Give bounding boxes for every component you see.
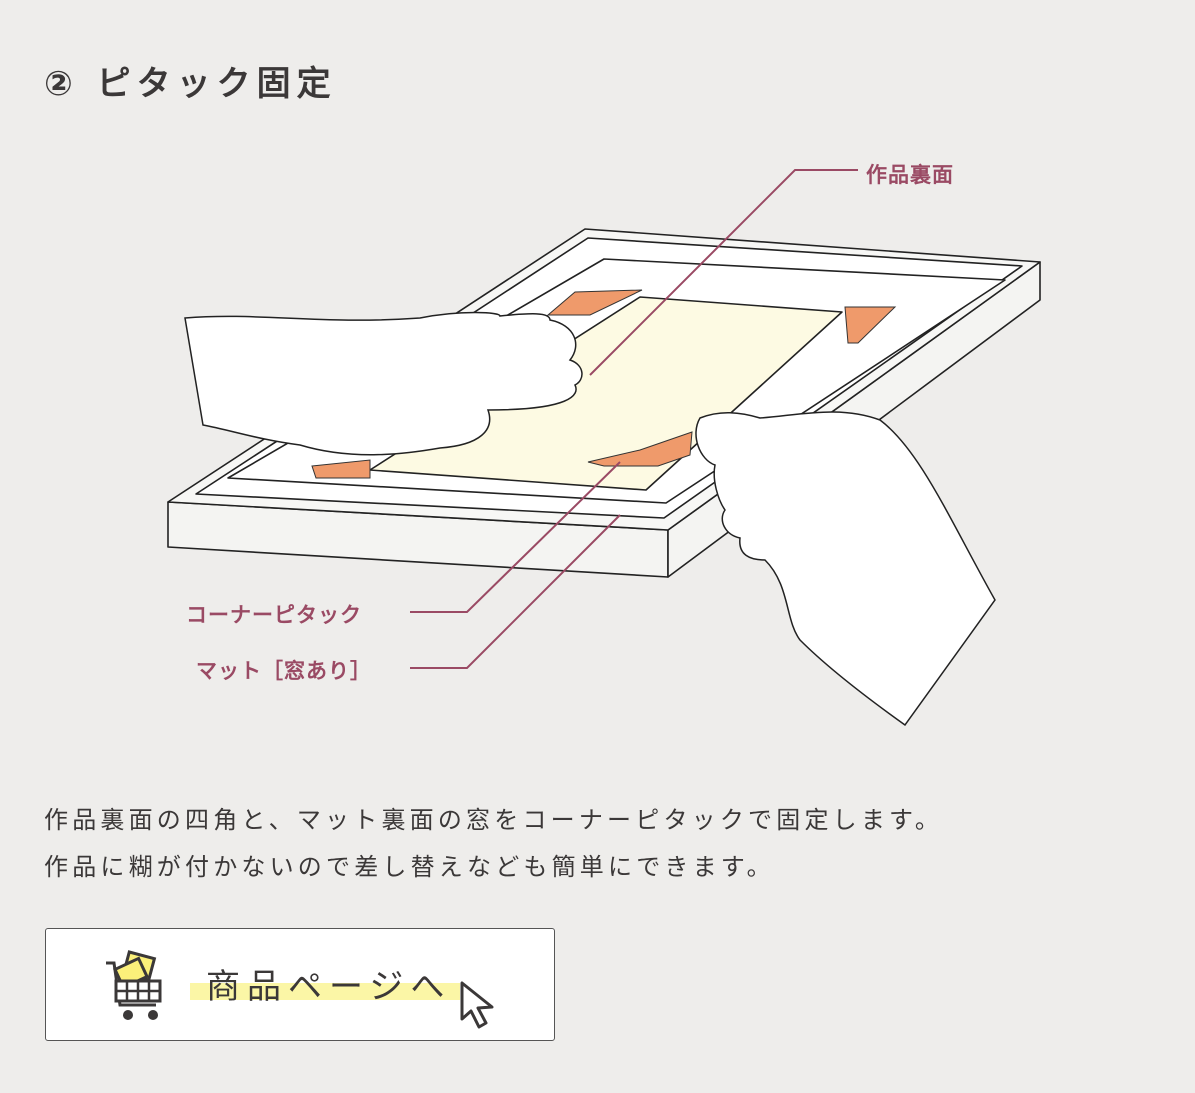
corner-tape-tr — [844, 306, 897, 344]
label-artwork-back: 作品裏面 — [866, 163, 954, 187]
product-page-button[interactable]: 商品ページへ — [45, 928, 555, 1041]
leader-artwork-back — [589, 169, 858, 376]
cursor-arrow-icon — [460, 981, 494, 1029]
right-hand — [695, 411, 996, 727]
frame-illustration — [167, 169, 1041, 727]
corner-tape-br — [587, 431, 693, 467]
product-page-label: 商品ページへ — [206, 967, 452, 1007]
description: 作品裏面の四角と、マット裏面の窓をコーナーピタックで固定します。 作品に糊が付か… — [44, 797, 943, 891]
label-corner-pitack: コーナーピタック — [186, 603, 362, 627]
left-hand — [184, 311, 583, 456]
label-mat: マット［窓あり］ — [196, 659, 372, 683]
corner-tape-tl — [546, 289, 643, 316]
corner-tape-bl — [311, 459, 371, 479]
description-line-2: 作品に糊が付かないので差し替えなども簡単にできます。 — [44, 853, 775, 881]
leader-corner-pitack — [410, 461, 621, 613]
description-line-1: 作品裏面の四角と、マット裏面の窓をコーナーピタックで固定します。 — [44, 806, 944, 834]
shopping-cart-icon — [106, 950, 162, 1020]
label-highlight — [190, 983, 460, 1000]
section-title: ② ピタック固定 — [44, 64, 337, 104]
leader-mat — [410, 514, 621, 669]
